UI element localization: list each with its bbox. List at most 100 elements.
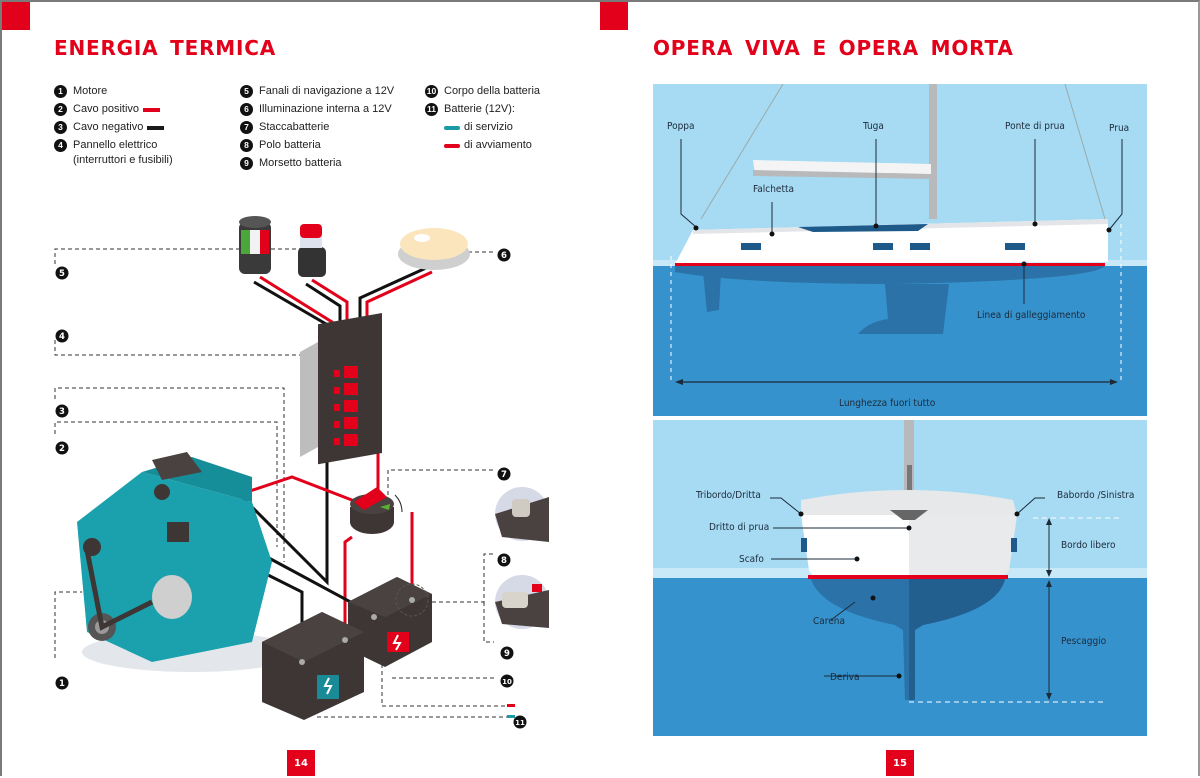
legend-column-3: 10 Corpo della batteria 11 Batterie (12V… xyxy=(425,84,540,156)
callout-11 xyxy=(513,715,527,729)
label-prua: Prua xyxy=(1109,123,1129,134)
legend-item: 5 Fanali di navigazione a 12V xyxy=(240,84,394,102)
label-tribordo: Tribordo/Dritta xyxy=(695,490,761,501)
rudder xyxy=(703,272,721,312)
service-battery-marker xyxy=(507,715,515,718)
service-battery-swatch xyxy=(444,126,460,130)
waterline-stripe xyxy=(808,575,1008,579)
label-scafo: Scafo xyxy=(739,554,764,565)
negative-cable-swatch xyxy=(147,126,165,130)
page-title: OPERA VIVA E OPERA MORTA xyxy=(653,36,1014,60)
cabin-light-icon xyxy=(398,228,470,270)
page-corner-tab xyxy=(2,2,30,30)
legend-item: 4 Pannello elettrico (interruttori e fusi… xyxy=(54,138,173,168)
callout-10 xyxy=(500,674,514,688)
battery-switch-icon xyxy=(350,487,403,534)
callout-11-label: 11 xyxy=(515,719,525,727)
label-ponte-di-prua: Ponte di prua xyxy=(1005,121,1065,132)
page-title: ENERGIA TERMICA xyxy=(54,36,276,60)
legend-sub-item: di avviamento xyxy=(425,138,540,156)
callout-5-label: 5 xyxy=(59,269,65,279)
callout-5 xyxy=(55,266,69,280)
legend-label: Corpo della batteria xyxy=(444,85,541,97)
legend-label-line2: (interruttori e fusibili) xyxy=(73,154,173,166)
positive-cable-swatch xyxy=(143,108,161,112)
left-page: ENERGIA TERMICA 1 Motore 2 Cavo positivo… xyxy=(0,0,600,776)
callout-4-label: 4 xyxy=(59,332,65,342)
callout-3-label: 3 xyxy=(59,407,65,417)
callout-leaders xyxy=(54,248,507,718)
page-corner-tab xyxy=(600,2,628,30)
legend-label: Pannello elettrico (interruttori e fusibi… xyxy=(73,138,173,168)
label-pescaggio: Pescaggio xyxy=(1061,636,1107,647)
label-falchetta: Falchetta xyxy=(753,184,794,195)
callout-8-label: 8 xyxy=(501,556,507,566)
legend-label: Cavo negativo xyxy=(73,121,144,133)
legend-label: Illuminazione interna a 12V xyxy=(259,103,392,115)
page-number: 15 xyxy=(886,750,914,776)
side-view-diagram: Poppa Falchetta Tuga Ponte di prua Prua … xyxy=(653,84,1147,416)
label-deriva: Deriva xyxy=(830,672,860,683)
legend-item: 1 Motore xyxy=(54,84,173,102)
legend-number-badge: 5 xyxy=(240,85,253,98)
label-tuga: Tuga xyxy=(862,121,884,132)
starter-battery-icon xyxy=(348,577,432,667)
legend-sub-label: di avviamento xyxy=(464,139,532,151)
legend-number-badge: 10 xyxy=(425,85,438,98)
engine-icon xyxy=(77,452,302,672)
label-poppa: Poppa xyxy=(667,121,695,132)
legend-number-badge: 1 xyxy=(54,85,67,98)
legend-item: 6 Illuminazione interna a 12V xyxy=(240,102,394,120)
legend-number-badge: 7 xyxy=(240,121,253,134)
mast xyxy=(929,84,937,219)
navigation-light-icon xyxy=(239,216,271,274)
callout-6-label: 6 xyxy=(501,251,507,261)
legend-column-1: 1 Motore 2 Cavo positivo 3 Cavo negativo… xyxy=(54,84,173,172)
electrical-panel-icon xyxy=(300,312,382,465)
waterline-stripe xyxy=(675,263,1105,266)
callout-9 xyxy=(500,646,514,660)
legend-item: 3 Cavo negativo xyxy=(54,120,173,138)
legend-item: 7 Staccabatterie xyxy=(240,120,394,138)
label-linea-galleggiamento: Linea di galleggiamento xyxy=(977,310,1086,321)
label-dritto-di-prua: Dritto di prua xyxy=(709,522,769,533)
callout-8 xyxy=(497,553,511,567)
callout-7-label: 7 xyxy=(501,470,507,480)
callout-1 xyxy=(55,676,69,690)
callout-3 xyxy=(55,404,69,418)
legend-label: Staccabatterie xyxy=(259,121,330,133)
battery-pole-detail-icon xyxy=(495,487,549,542)
legend-number-badge: 4 xyxy=(54,139,67,152)
callout-7 xyxy=(497,467,511,481)
legend-label-line1: Pannello elettrico xyxy=(73,139,158,151)
legend-item: 8 Polo batteria xyxy=(240,138,394,156)
starter-battery-marker xyxy=(507,704,515,707)
callout-1-label: 1 xyxy=(59,679,65,689)
legend-number-badge: 11 xyxy=(425,103,438,116)
legend-item: 10 Corpo della batteria xyxy=(425,84,540,102)
legend-item: 11 Batterie (12V): xyxy=(425,102,540,120)
callout-6 xyxy=(497,248,511,262)
callout-2 xyxy=(55,441,69,455)
label-lunghezza-fuori-tutto: Lunghezza fuori tutto xyxy=(839,398,936,409)
legend-label: Motore xyxy=(73,85,108,97)
callout-4 xyxy=(55,329,69,343)
mast xyxy=(904,420,914,490)
legend-item: 9 Morsetto batteria xyxy=(240,156,394,174)
legend-column-2: 5 Fanali di navigazione a 12V 6 Illumina… xyxy=(240,84,394,174)
legend-label: Cavo positivo xyxy=(73,103,140,115)
page-number: 14 xyxy=(287,750,315,776)
label-carena: Carena xyxy=(813,616,845,627)
legend-number-badge: 3 xyxy=(54,121,67,134)
label-babordo: Babordo /Sinistra xyxy=(1057,490,1134,501)
legend-sub-label: di servizio xyxy=(464,121,513,133)
callout-9-label: 9 xyxy=(504,649,510,659)
callout-badges: 1 2 3 4 5 6 7 8 9 10 11 xyxy=(55,248,527,729)
label-bordo-libero: Bordo libero xyxy=(1061,540,1116,551)
service-battery-icon xyxy=(262,612,364,720)
legend-sub-item: di servizio xyxy=(425,120,540,138)
legend-number-badge: 6 xyxy=(240,103,253,116)
legend-label: Fanali di navigazione a 12V xyxy=(259,85,395,97)
legend-label: Morsetto batteria xyxy=(259,157,342,169)
legend-number-badge: 9 xyxy=(240,157,253,170)
